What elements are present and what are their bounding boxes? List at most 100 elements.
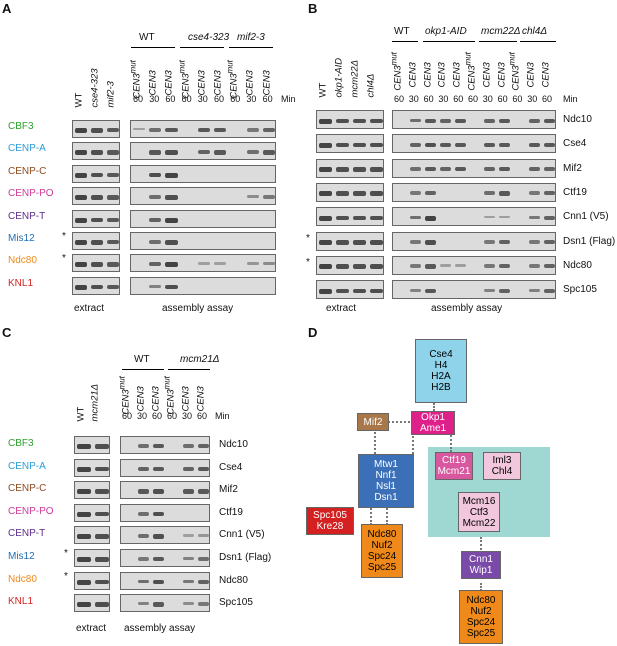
blot-band: [153, 602, 164, 607]
blot-band: [319, 142, 332, 148]
blot-band: [149, 217, 162, 222]
blot-band: [149, 284, 162, 288]
blot-band: [165, 150, 178, 156]
c-protein-0: Ndc10: [219, 439, 248, 450]
blot-band: [529, 264, 541, 268]
blot-band: [336, 264, 349, 269]
group-2: mif2-3: [237, 32, 265, 43]
row-label-cenp-c: CENP-C: [8, 165, 47, 177]
b-time-6: 30: [482, 94, 493, 104]
blot-band: [77, 511, 91, 517]
lane-label-4: CEN3: [196, 70, 208, 96]
c-row-label-0: CBF3: [8, 438, 34, 449]
c-protein-4: Cnn1 (V5): [219, 529, 265, 541]
b-group-0: WT: [394, 26, 410, 37]
blot-band: [424, 264, 436, 269]
extract-blot-7: [72, 276, 120, 295]
blot-band: [246, 195, 259, 199]
blot-band: [183, 466, 194, 471]
blot-band: [75, 262, 87, 268]
blot-band: [409, 142, 421, 147]
blot-band: [198, 489, 209, 494]
blot-band: [336, 118, 349, 124]
group-1: cse4-323: [188, 32, 230, 43]
b-time-1: 30: [408, 94, 419, 104]
ctf19-box-line: Mcm21: [437, 466, 471, 477]
c-protein-2: Mif2: [219, 484, 238, 496]
blot-band: [77, 466, 91, 472]
blot-band: [336, 167, 349, 172]
b-lane-label-8: CEN3mut: [507, 52, 522, 91]
b-star-2: *: [306, 256, 310, 268]
blot-band: [153, 444, 164, 449]
b-group-line-3: [520, 41, 556, 42]
b-group-line-0: [392, 41, 418, 42]
blot-band: [319, 240, 332, 245]
blot-band: [153, 579, 164, 585]
b-protein-7: Spc105: [563, 284, 597, 296]
blot-band: [544, 142, 555, 148]
blot-band: [499, 240, 511, 245]
blot-band: [544, 118, 555, 123]
blot-band: [149, 150, 162, 155]
time-4: 30: [197, 94, 208, 104]
blot-band: [95, 557, 109, 562]
blot-band: [544, 191, 555, 196]
time-6: 60: [230, 94, 241, 104]
star-ndc80: *: [62, 253, 66, 265]
assay-blot-6: [130, 254, 276, 273]
b-lane-label-1: CEN3: [407, 62, 419, 88]
panel-label-d: D: [308, 325, 318, 340]
blot-band: [214, 128, 227, 133]
blot-band: [454, 142, 466, 148]
b-star-1: *: [306, 232, 310, 244]
b-time-3: 30: [438, 94, 449, 104]
blot-band: [409, 167, 421, 171]
blot-band: [262, 150, 275, 155]
c-assay-blot-5: [120, 549, 210, 567]
c-lane-label-5: CEN3: [195, 386, 207, 412]
b-protein-3: Ctf19: [563, 186, 587, 198]
blot-band: [439, 167, 451, 172]
blot-band: [499, 118, 511, 123]
blot-band: [95, 444, 109, 449]
blot-band: [336, 191, 349, 197]
c-row-label-5: Mis12: [8, 551, 35, 562]
blot-band: [484, 215, 496, 218]
ndc80-box-2-line: Spc24: [466, 617, 496, 628]
time-2: 60: [165, 94, 176, 104]
blot-band: [153, 511, 164, 517]
blot-band: [91, 262, 103, 268]
blot-band: [91, 172, 103, 178]
blot-band: [409, 288, 421, 292]
blot-band: [149, 262, 162, 267]
blot-band: [484, 264, 496, 268]
blot-band: [153, 557, 164, 562]
blot-band: [95, 511, 109, 517]
blot-band: [353, 240, 366, 245]
blot-band: [409, 118, 421, 123]
link-mif2-cse4: [388, 421, 410, 423]
blot-band: [91, 284, 103, 290]
group-line-1: [180, 47, 224, 48]
blot-band: [149, 172, 162, 178]
blot-band: [107, 262, 119, 267]
blot-band: [91, 240, 103, 245]
blot-band: [138, 579, 149, 584]
ndc80-box-1-line: Ndc80: [367, 529, 397, 540]
assay-blot-2: [130, 164, 276, 183]
blot-band: [198, 466, 209, 471]
blot-band: [107, 172, 119, 178]
blot-band: [198, 444, 209, 449]
blot-band: [370, 288, 383, 294]
b-extract-lane-1: okp1-AID: [333, 57, 345, 98]
blot-band: [183, 557, 194, 561]
blot-band: [95, 489, 109, 494]
